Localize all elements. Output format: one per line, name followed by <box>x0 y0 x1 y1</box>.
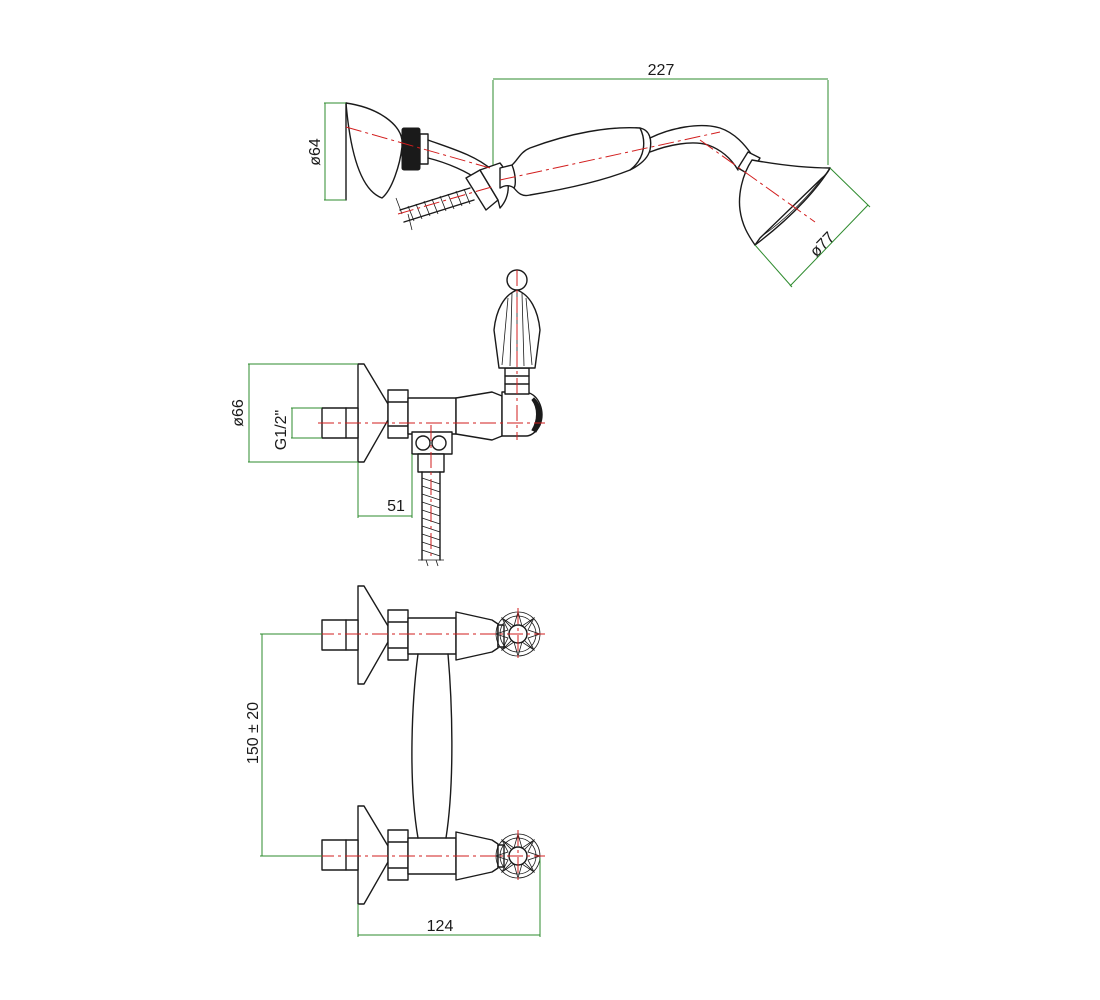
showerhead <box>738 159 831 246</box>
wall-flange <box>357 363 389 463</box>
dim-51: 51 <box>357 454 413 518</box>
dim-124: 124 <box>357 858 541 937</box>
dim-label-length: 227 <box>648 62 675 79</box>
handshower-neck <box>649 124 753 171</box>
hex-nut <box>387 389 409 439</box>
dim-centres: 150 ± 20 <box>245 633 322 857</box>
holder-cup <box>345 102 403 199</box>
holder-ring <box>401 127 421 171</box>
dim-227: 227 <box>492 62 829 165</box>
side-view <box>321 269 543 567</box>
dim-o66: ø66 <box>230 363 358 463</box>
dim-label-projection: 51 <box>387 498 405 515</box>
dim-label-flange: ø66 <box>230 399 247 427</box>
hose-spring <box>395 187 475 231</box>
handshower-view <box>345 102 831 246</box>
dim-label-holder: ø64 <box>307 138 324 166</box>
mixer-body <box>407 397 457 435</box>
dim-thread: G1/2" <box>273 407 322 450</box>
dim-label-width: 124 <box>427 918 454 935</box>
dim-label-showerhead: ø77 <box>807 229 838 261</box>
dim-label-centres: 150 ± 20 <box>245 702 262 764</box>
dim-label-thread: G1/2" <box>273 410 290 450</box>
handshower-handle <box>499 126 652 197</box>
dim-o64: ø64 <box>307 102 346 201</box>
connecting-bar <box>411 653 453 839</box>
upper-branch <box>321 585 505 685</box>
lower-branch <box>321 805 505 905</box>
